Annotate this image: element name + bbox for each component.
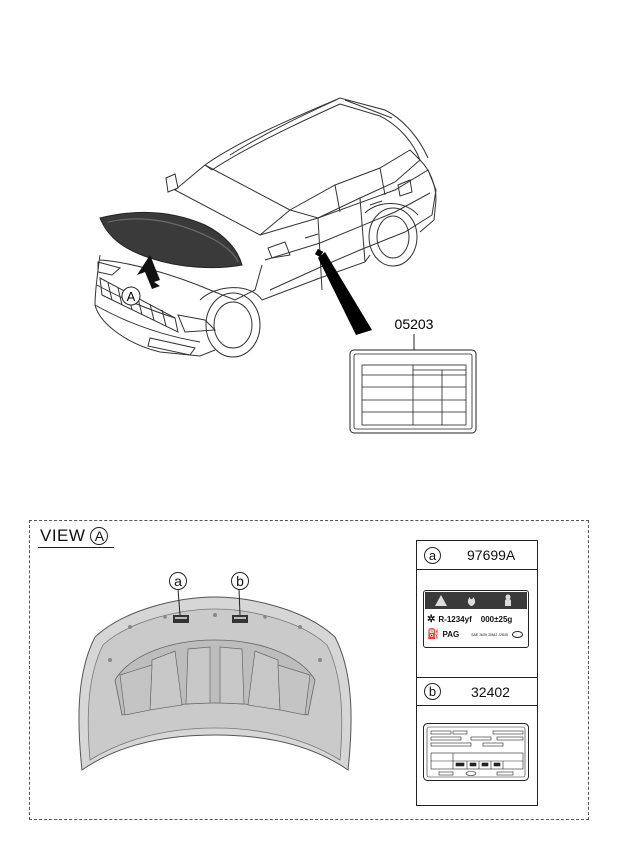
hood-highlight xyxy=(99,211,243,269)
legend-letter-a: a xyxy=(424,546,441,564)
label-97699a-drawing: ✲ R-1234yf 000±25g ⛽ PAG SAE J639 J2842 … xyxy=(423,590,529,648)
callout-a-on-car: A xyxy=(127,289,136,304)
hood-marker-a: a xyxy=(169,572,187,590)
view-title-circle: A xyxy=(90,527,109,545)
part-number-05203: 05203 xyxy=(395,316,434,332)
hood-arrow xyxy=(137,255,160,289)
legend-part-no-b: 32402 xyxy=(471,683,510,700)
legend-part-no-a: 97699A xyxy=(467,547,516,563)
view-title: VIEW xyxy=(40,526,86,545)
label-a-refrigerant: R-1234yf xyxy=(438,615,472,624)
vehicle-illustration: A 05203 xyxy=(94,97,477,434)
legend-row-b-header: b 32402 xyxy=(417,678,537,706)
label-a-oil: PAG xyxy=(442,630,460,639)
label-a-warning-icons xyxy=(435,594,511,606)
label-32402-drawing xyxy=(423,723,529,781)
legend-row-a-header: a 97699A xyxy=(417,541,537,570)
view-a-frame xyxy=(29,520,589,820)
label-pointer xyxy=(318,252,372,335)
oil-can-icon: ⛽ xyxy=(427,629,440,640)
legend-box: a 97699A b 32402 xyxy=(416,540,538,806)
oval-icon xyxy=(511,631,523,638)
legend-row-a-body xyxy=(417,570,537,678)
view-title-underline xyxy=(38,547,114,548)
hood-underside-illustration xyxy=(78,588,352,771)
hood-marker-b: b xyxy=(231,572,249,590)
label-05203-drawing xyxy=(349,349,477,434)
label-a-warning-bar xyxy=(425,592,527,609)
snowflake-icon: ✲ xyxy=(427,614,436,625)
legend-letter-b: b xyxy=(424,683,441,700)
label-a-amount: 000±25g xyxy=(480,615,513,624)
car-outline xyxy=(94,97,437,358)
label-a-fine-print: SAE J639 J2842 J2845 xyxy=(471,632,508,637)
view-title-row: VIEW A xyxy=(40,526,109,546)
